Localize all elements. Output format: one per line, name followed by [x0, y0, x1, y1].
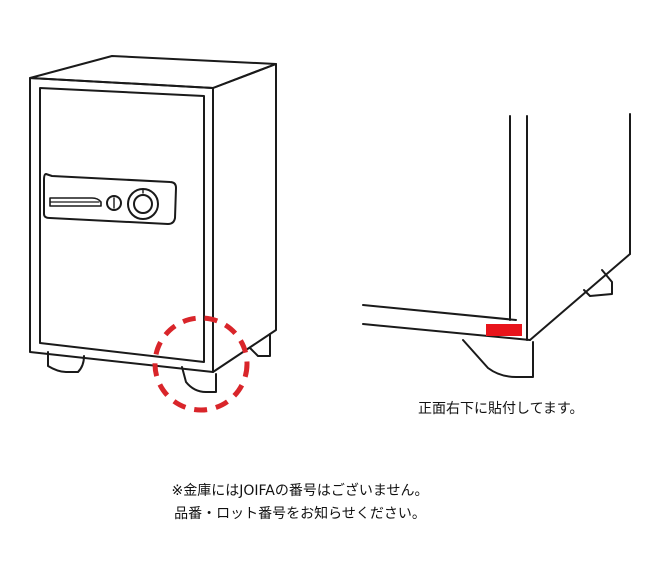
- label-location-caption: 正面右下に貼付してます。: [418, 401, 584, 417]
- safe-top-face: [29, 55, 277, 89]
- safe-dial-inner: [133, 194, 153, 214]
- dashed-circle-highlight-icon: [152, 315, 250, 413]
- safe-handle-bar: [49, 197, 102, 207]
- note-line-joifa: ※金庫にはJOIFAの番号はございません。: [171, 483, 429, 499]
- note-line-request: 品番・ロット番号をお知らせください。: [174, 506, 426, 522]
- safe-foot-left: [47, 351, 85, 373]
- safe-key-lock: [106, 195, 122, 211]
- safe-foot-right-back: [249, 333, 271, 357]
- front-foot: [462, 339, 534, 378]
- safe-door-frame: [39, 87, 205, 363]
- front-bottom-edge-lower: [362, 323, 531, 341]
- back-foot: [583, 269, 613, 297]
- label-sticker: [486, 324, 522, 336]
- safe-foot-right-front: [181, 366, 217, 393]
- safe-side-face: [212, 63, 277, 373]
- safe-front-face: [29, 77, 214, 373]
- note-block: ※金庫にはJOIFAの番号はございません。 品番・ロット番号をお知らせください。: [0, 480, 600, 526]
- safe-with-dial-icon: [29, 55, 277, 393]
- safe-corner-closeup-icon: [362, 113, 631, 378]
- front-bottom-edge-upper: [362, 304, 517, 321]
- side-bottom-edge: [529, 253, 631, 341]
- safe-handle-plate: [43, 173, 177, 225]
